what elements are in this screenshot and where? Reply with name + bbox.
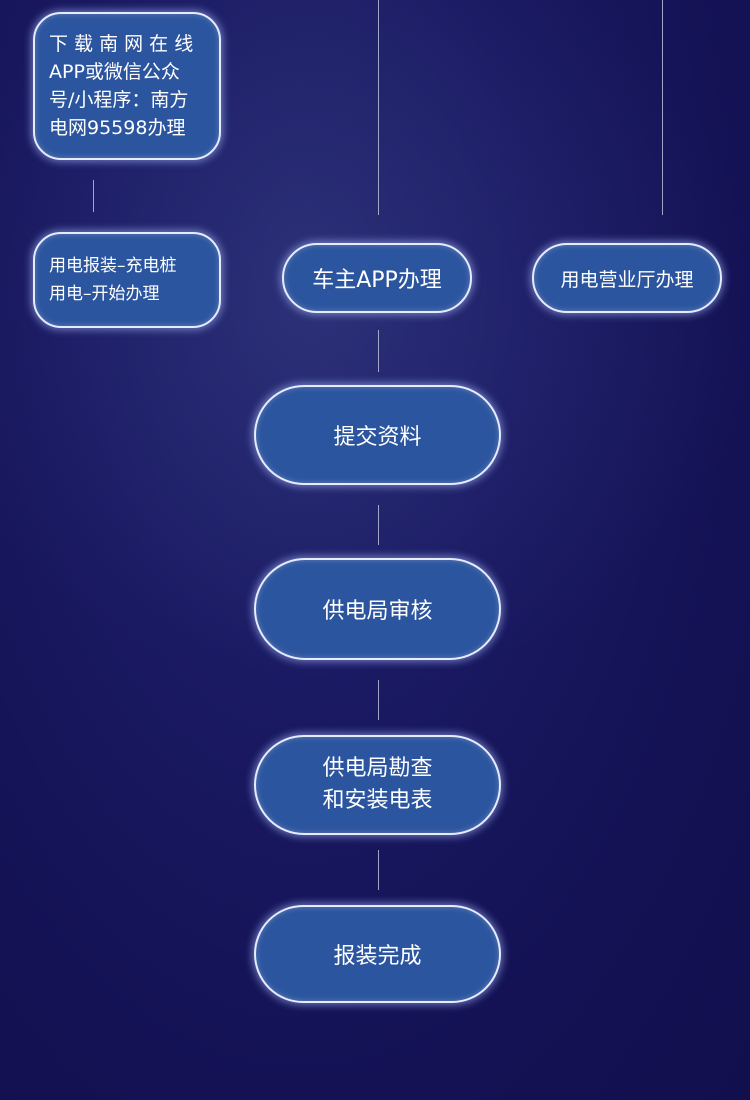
connector-to-step4 [378,850,379,890]
box-text-line: APP或微信公众 [49,61,180,83]
box-text: 用电营业厅办理 [560,268,694,291]
box-text: 供电局审核 [322,599,433,624]
box-text: 报装完成 [333,944,422,969]
connector-right-top [662,0,663,215]
box-text-line: 用电报装–充电桩 [49,256,177,276]
box-text-line: 和安装电表 [322,788,433,813]
connector-to-step3 [378,680,379,720]
box-text-line: 电网95598办理 [49,117,186,139]
box-text: 提交资料 [333,425,422,450]
box-apply-charging-pile: 用电报装–充电桩 用电–开始办理 [33,232,221,328]
step-complete: 报装完成 [254,905,501,1003]
box-download-app: 下 载 南 网 在 线 APP或微信公众 号/小程序：南方 电网95598办理 [33,12,221,160]
step-submit-materials: 提交资料 [254,385,501,485]
connector-to-step2 [378,505,379,545]
connector-to-step1 [378,330,379,372]
connector-middle-top [378,0,379,215]
box-text-line: 下 载 南 网 在 线 [49,33,194,55]
box-service-hall: 用电营业厅办理 [532,243,722,313]
box-text-line: 供电局勘查 [322,756,433,781]
box-text: 车主APP办理 [312,268,442,293]
box-text-line: 用电–开始办理 [49,284,160,304]
connector-left [93,180,94,212]
box-text-line: 号/小程序：南方 [49,89,189,111]
box-owner-app: 车主APP办理 [282,243,472,313]
step-bureau-review: 供电局审核 [254,558,501,660]
step-survey-install-meter: 供电局勘查 和安装电表 [254,735,501,835]
